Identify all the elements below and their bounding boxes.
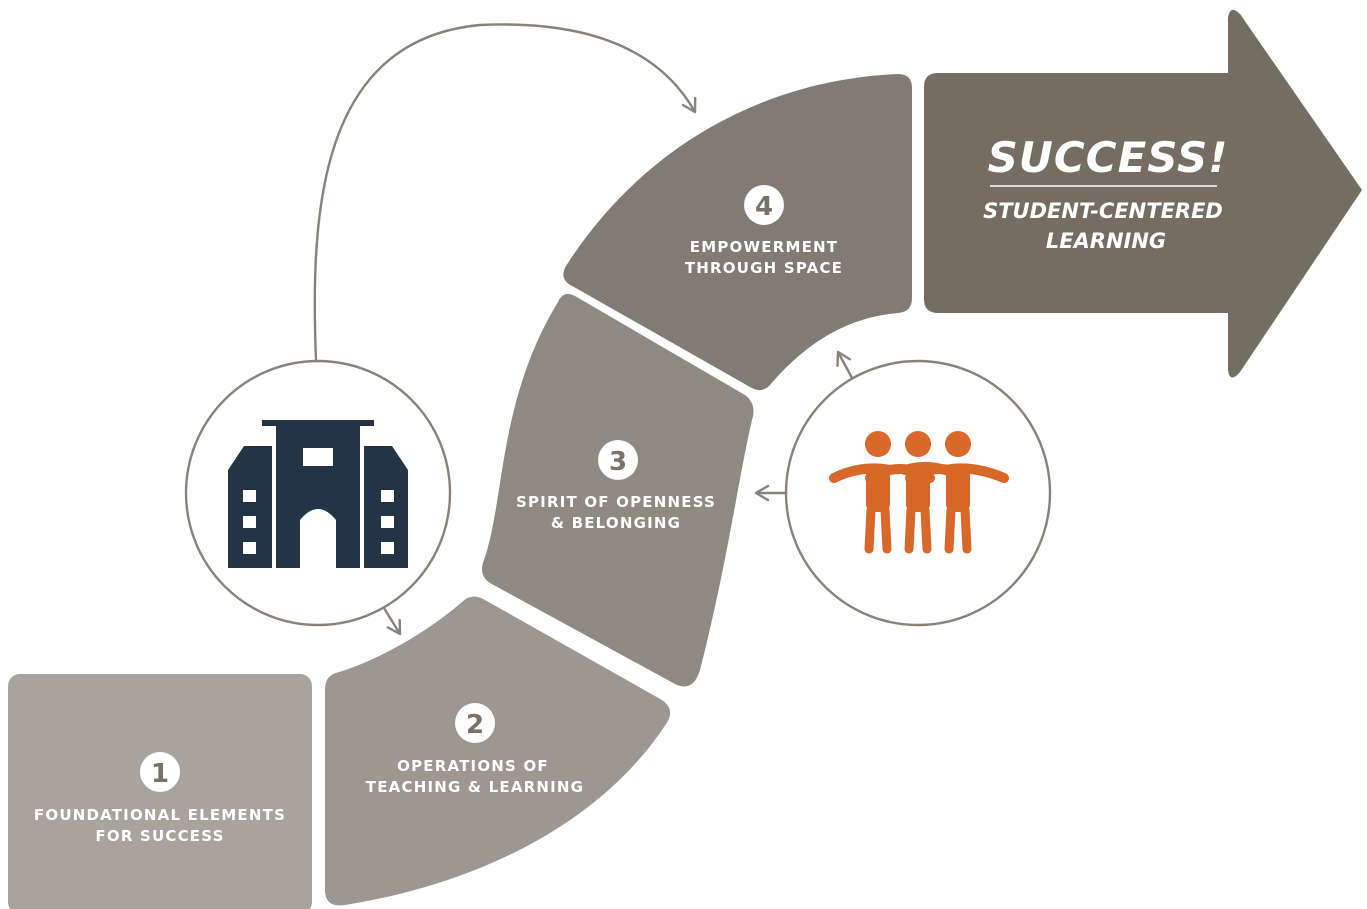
- segment-1-label-line-1: FOUNDATIONAL ELEMENTS: [34, 806, 286, 824]
- segment-3-number: 3: [609, 447, 627, 477]
- segment-4-label-line-1: EMPOWERMENT: [690, 238, 838, 256]
- segment-3-label-line-1: SPIRIT OF OPENNESS: [516, 493, 716, 511]
- segment-1-number-badge: [140, 752, 180, 792]
- building-icon: [228, 420, 408, 568]
- segment-1-number: 1: [151, 759, 169, 789]
- segment-3-label-line-2: & BELONGING: [551, 514, 681, 532]
- segment-1-label-line-2: FOR SUCCESS: [95, 827, 224, 845]
- success-arrow-shape: [924, 9, 1362, 378]
- segment-3-number-badge: [598, 440, 638, 480]
- segment-4-shape: [563, 74, 912, 391]
- building-circle: [184, 359, 452, 627]
- connector-people-to-segment-4: [836, 350, 854, 379]
- segment-3-spirit-of-openness: 3 SPIRIT OF OPENNESS & BELONGING: [482, 294, 754, 687]
- segment-4-empowerment: 4 EMPOWERMENT THROUGH SPACE: [563, 74, 912, 391]
- success-arrow: SUCCESS! STUDENT-CENTERED LEARNING: [924, 9, 1362, 378]
- success-title: SUCCESS!: [988, 133, 1229, 182]
- segment-2-number-badge: [455, 703, 495, 743]
- segment-2-shape: [325, 596, 671, 906]
- connector-arc-building-to-segment-4: [313, 23, 697, 361]
- segment-2-label-line-1: OPERATIONS OF: [397, 757, 549, 775]
- people-group-icon: [829, 431, 1009, 554]
- segment-2-number: 2: [466, 710, 484, 740]
- segment-2-label-line-2: TEACHING & LEARNING: [366, 778, 584, 796]
- segment-4-number: 4: [755, 192, 773, 222]
- people-circle: [784, 359, 1052, 627]
- segment-4-number-badge: [744, 185, 784, 225]
- segment-2-operations: 2 OPERATIONS OF TEACHING & LEARNING: [325, 596, 671, 906]
- segment-4-label-line-2: THROUGH SPACE: [685, 259, 843, 277]
- segment-1-foundational-elements: 1 FOUNDATIONAL ELEMENTS FOR SUCCESS: [8, 674, 312, 909]
- connector-building-to-segment-2: [382, 607, 402, 636]
- success-subtitle-line-2: LEARNING: [1046, 229, 1166, 253]
- segment-3-shape: [482, 294, 754, 687]
- success-subtitle-line-1: STUDENT-CENTERED: [983, 199, 1223, 223]
